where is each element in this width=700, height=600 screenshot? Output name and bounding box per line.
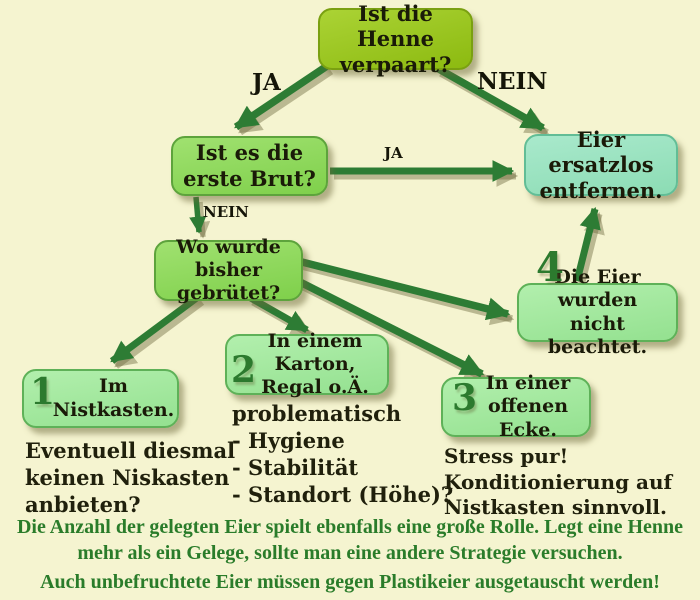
arrow-lines — [109, 62, 601, 378]
node-henne-verpaart: Ist die Henne verpaart? — [318, 1, 473, 77]
note-nistkasten: Eventuell diesmal keinen Niskasten anbie… — [25, 438, 236, 517]
edge-label-ja-mid: JA — [384, 144, 403, 162]
arrow-wo-ecke — [296, 277, 485, 378]
node-erste-brut: Ist es die erste Brut? — [171, 136, 328, 196]
option-number-3: 3 — [452, 377, 478, 419]
node-wo-gebruetet: Wo wurde bisher gebrütet? — [154, 236, 303, 304]
arrow-verpaart-ja — [233, 62, 330, 131]
option-number-1: 1 — [30, 371, 56, 413]
arrow-nichtbeachtet-entfernen — [573, 206, 601, 282]
node-option-nistkasten: Im Nistkasten. — [22, 369, 179, 428]
arrow-verpaart-nein — [435, 64, 546, 132]
arrow-wo-karton — [247, 293, 309, 334]
node-option-ecke: In einer offenen Ecke. — [441, 372, 591, 441]
node-eier-entfernen: Eier ersatzlos entfernen. — [524, 127, 678, 203]
footer-anzahl-eier: Die Anzahl der gelegten Eier spielt eben… — [16, 516, 684, 564]
edge-label-nein-top: NEIN — [477, 68, 548, 95]
arrow-wo-nistkasten — [109, 294, 201, 364]
node-option-nicht-beachtet: Die Eier wurden nicht beachtet. — [517, 266, 678, 358]
footer-unbefruchtete-eier: Auch unbefruchtete Eier müssen gegen Pla… — [40, 571, 660, 593]
note-karton: problematisch - Hygiene - Stabilität - S… — [232, 401, 454, 507]
arrow-wo-nichtbeachtet — [297, 257, 511, 321]
option-number-2: 2 — [231, 349, 257, 391]
arrow-erstebrut-nein — [189, 196, 207, 234]
note-ecke: Stress pur! Konditionierung auf Nistkast… — [444, 444, 673, 520]
option-number-4: 4 — [536, 244, 564, 291]
edge-label-nein-mid: NEIN — [203, 203, 249, 221]
edge-label-ja-top: JA — [252, 69, 281, 96]
